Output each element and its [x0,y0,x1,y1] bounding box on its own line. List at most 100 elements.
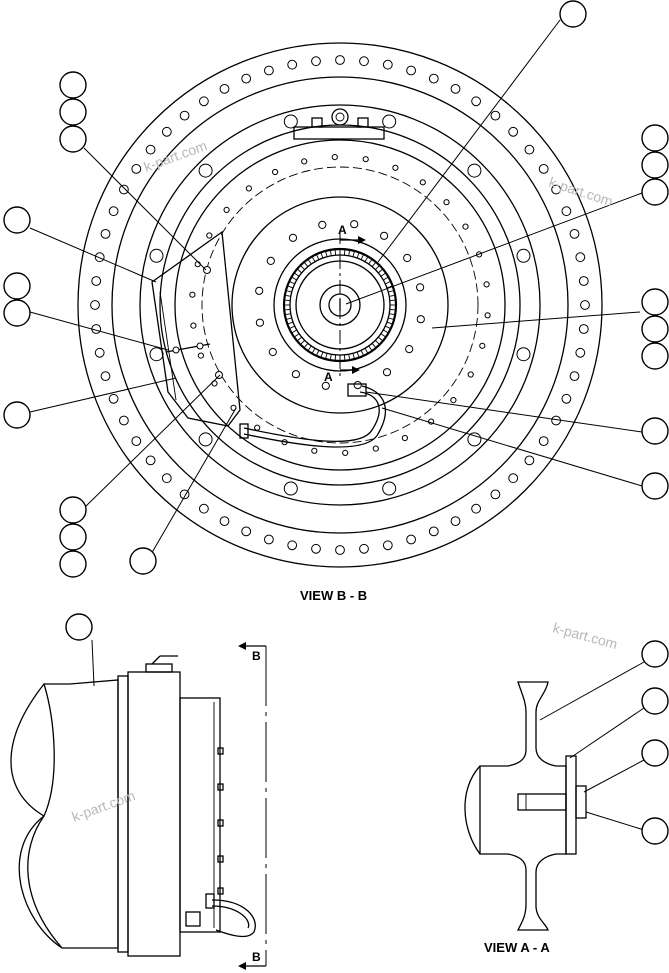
watermark: k-part.com [70,787,138,825]
flange-bolt-hole [100,371,111,382]
cover-bolt-hole [331,154,338,161]
cover-bolt-hole [223,206,230,213]
spline-tooth [368,258,373,265]
spline-tooth [284,313,291,316]
housing-hole [382,114,397,129]
spline-tooth [385,325,391,330]
side-bolt [217,855,224,863]
flange-bolt-hole [471,503,482,514]
spline-tooth [315,254,320,260]
spline-tooth [311,348,316,354]
watermark: k-part.com [547,174,615,210]
spline-tooth [325,353,328,360]
callout-bubble [3,272,31,300]
spline-tooth [389,294,396,297]
flange-bolt-hole [490,110,501,121]
flange-bolt-hole [359,543,369,554]
flange-bolt-hole [161,473,172,484]
spline-tooth [285,317,292,320]
spline-tooth [284,299,291,302]
shaft-body [27,679,119,949]
spline-tooth [325,250,328,257]
cover-bolt-hole [342,449,349,456]
spline-tooth [380,333,387,338]
flange-bolt-hole [287,540,298,551]
hub-bolt-hole [291,370,300,379]
callout-bubble [641,817,669,845]
callout-bubble [59,98,87,126]
spline-tooth [287,321,294,325]
flange-bolt-hole [219,84,230,94]
spline-tooth [364,256,369,262]
flange-bolt-hole [199,503,209,514]
housing-hole [198,432,213,447]
spline-tooth [360,254,365,260]
mounting-flange [117,675,129,953]
hub-bolt-hole [416,315,425,324]
spline-tooth [356,351,360,358]
flange-bolt-hole [471,96,482,107]
side-bolt [217,887,224,895]
flange-bolt-hole [578,276,589,286]
housing-hole [467,163,482,178]
cover-bolt-hole [362,156,369,163]
view-a-a: VIEW A - A [464,681,587,955]
flange-bolt-hole [508,126,519,137]
cover-bolt-hole [197,352,204,359]
flange-bolt-hole [406,65,417,76]
callout-bubble [129,547,157,575]
callout-bubble [641,315,669,343]
flange-bolt-hole [508,473,519,484]
spline-tooth [329,354,332,361]
spline-tooth [307,258,312,265]
spline-tooth [386,285,393,289]
hub-bolt-hole [405,345,414,354]
spline-tooth [334,354,337,361]
callout-bubble [641,472,669,500]
flange-bolt-hole [561,206,572,217]
view-a-caption: VIEW A - A [484,940,550,955]
spline-tooth [375,265,380,270]
callout-bubbles [3,0,669,845]
spline-tooth [378,268,384,274]
side-bolt [217,819,224,827]
spline-tooth [293,272,300,277]
top-fitting [145,655,178,673]
housing-ring-1 [139,104,541,506]
flange-bolt-hole [551,184,561,195]
cover-bolt-hole [189,291,196,298]
cover-plate [231,196,449,414]
spline-tooth [320,351,324,358]
spline-tooth [296,268,302,274]
housing-mounting-holes [149,114,531,496]
flange-bolt-hole [287,59,298,70]
spline-tooth [389,313,396,316]
spline-tooth [334,249,337,256]
callout-bubble [641,178,669,206]
flange-bolt-hole [131,436,142,447]
spline-tooth [291,329,297,334]
flange-bolt-hole [490,489,501,500]
flange-bolt-hole [569,229,580,239]
flange-bolt-hole [241,526,252,537]
spline-tooth [383,329,389,334]
callout-bubble [641,739,669,767]
hub-bolt-hole [288,233,298,242]
spline-tooth [371,261,377,267]
cover-side-bolts [217,747,224,895]
spline-tooth [289,280,295,285]
flange-bolt-hole [311,543,321,554]
flange-bolt-ring [90,55,590,555]
cover-bolt-hole [443,199,450,206]
callout-bubble [641,151,669,179]
section-a-label-lower: A [324,370,333,384]
callout-bubble [641,687,669,715]
flange-bolt-hole [161,126,172,137]
section-b-marker: B B [238,642,267,970]
flange-bolt-hole [538,164,549,174]
spline-tooth [380,272,387,277]
spline-tooth [389,299,396,302]
spline-teeth [284,249,396,361]
hub-bolt-hole [382,368,392,377]
